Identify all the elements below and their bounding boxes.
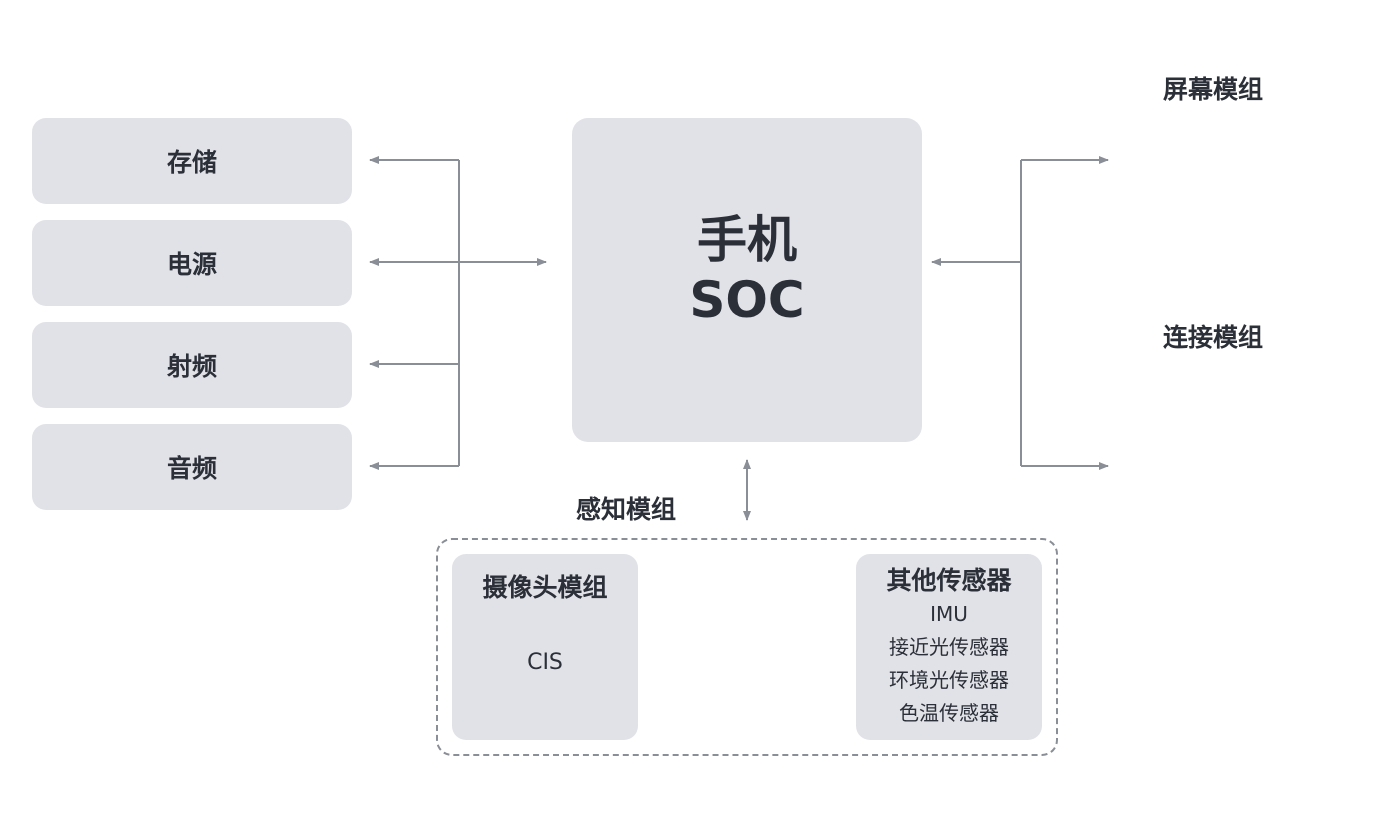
sensing-module-label: 感知模组 bbox=[576, 495, 677, 524]
audio-module-label: 音频 bbox=[166, 454, 217, 483]
soc-box: 手机 SOC bbox=[572, 118, 922, 442]
audio-module-box: 音频 bbox=[32, 424, 352, 510]
camera-item-cis: CIS bbox=[527, 650, 563, 675]
sensor-item-color-temp: 色温传感器 bbox=[899, 701, 999, 725]
screen-module-label: 屏幕模组 bbox=[1163, 75, 1264, 104]
sensor-item-proximity: 接近光传感器 bbox=[889, 635, 1009, 659]
connection-module-label: 连接模组 bbox=[1163, 323, 1264, 352]
rf-module-box: 射频 bbox=[32, 322, 352, 408]
camera-module-box: 摄像头模组 CIS bbox=[452, 554, 638, 740]
power-module-label: 电源 bbox=[166, 250, 217, 279]
soc-title-line2: SOC bbox=[689, 271, 805, 329]
soc-title-line1: 手机 bbox=[697, 211, 797, 269]
storage-module-box: 存储 bbox=[32, 118, 352, 204]
sensing-module-group bbox=[436, 538, 1058, 756]
other-sensors-title: 其他传感器 bbox=[886, 566, 1012, 595]
other-sensors-box: 其他传感器 IMU 接近光传感器 环境光传感器 色温传感器 bbox=[856, 554, 1042, 740]
storage-module-label: 存储 bbox=[166, 148, 217, 177]
rf-module-label: 射频 bbox=[166, 352, 217, 381]
camera-module-title: 摄像头模组 bbox=[482, 573, 608, 602]
sensor-item-ambient-light: 环境光传感器 bbox=[889, 668, 1009, 692]
sensor-item-imu: IMU bbox=[930, 602, 968, 626]
power-module-box: 电源 bbox=[32, 220, 352, 306]
